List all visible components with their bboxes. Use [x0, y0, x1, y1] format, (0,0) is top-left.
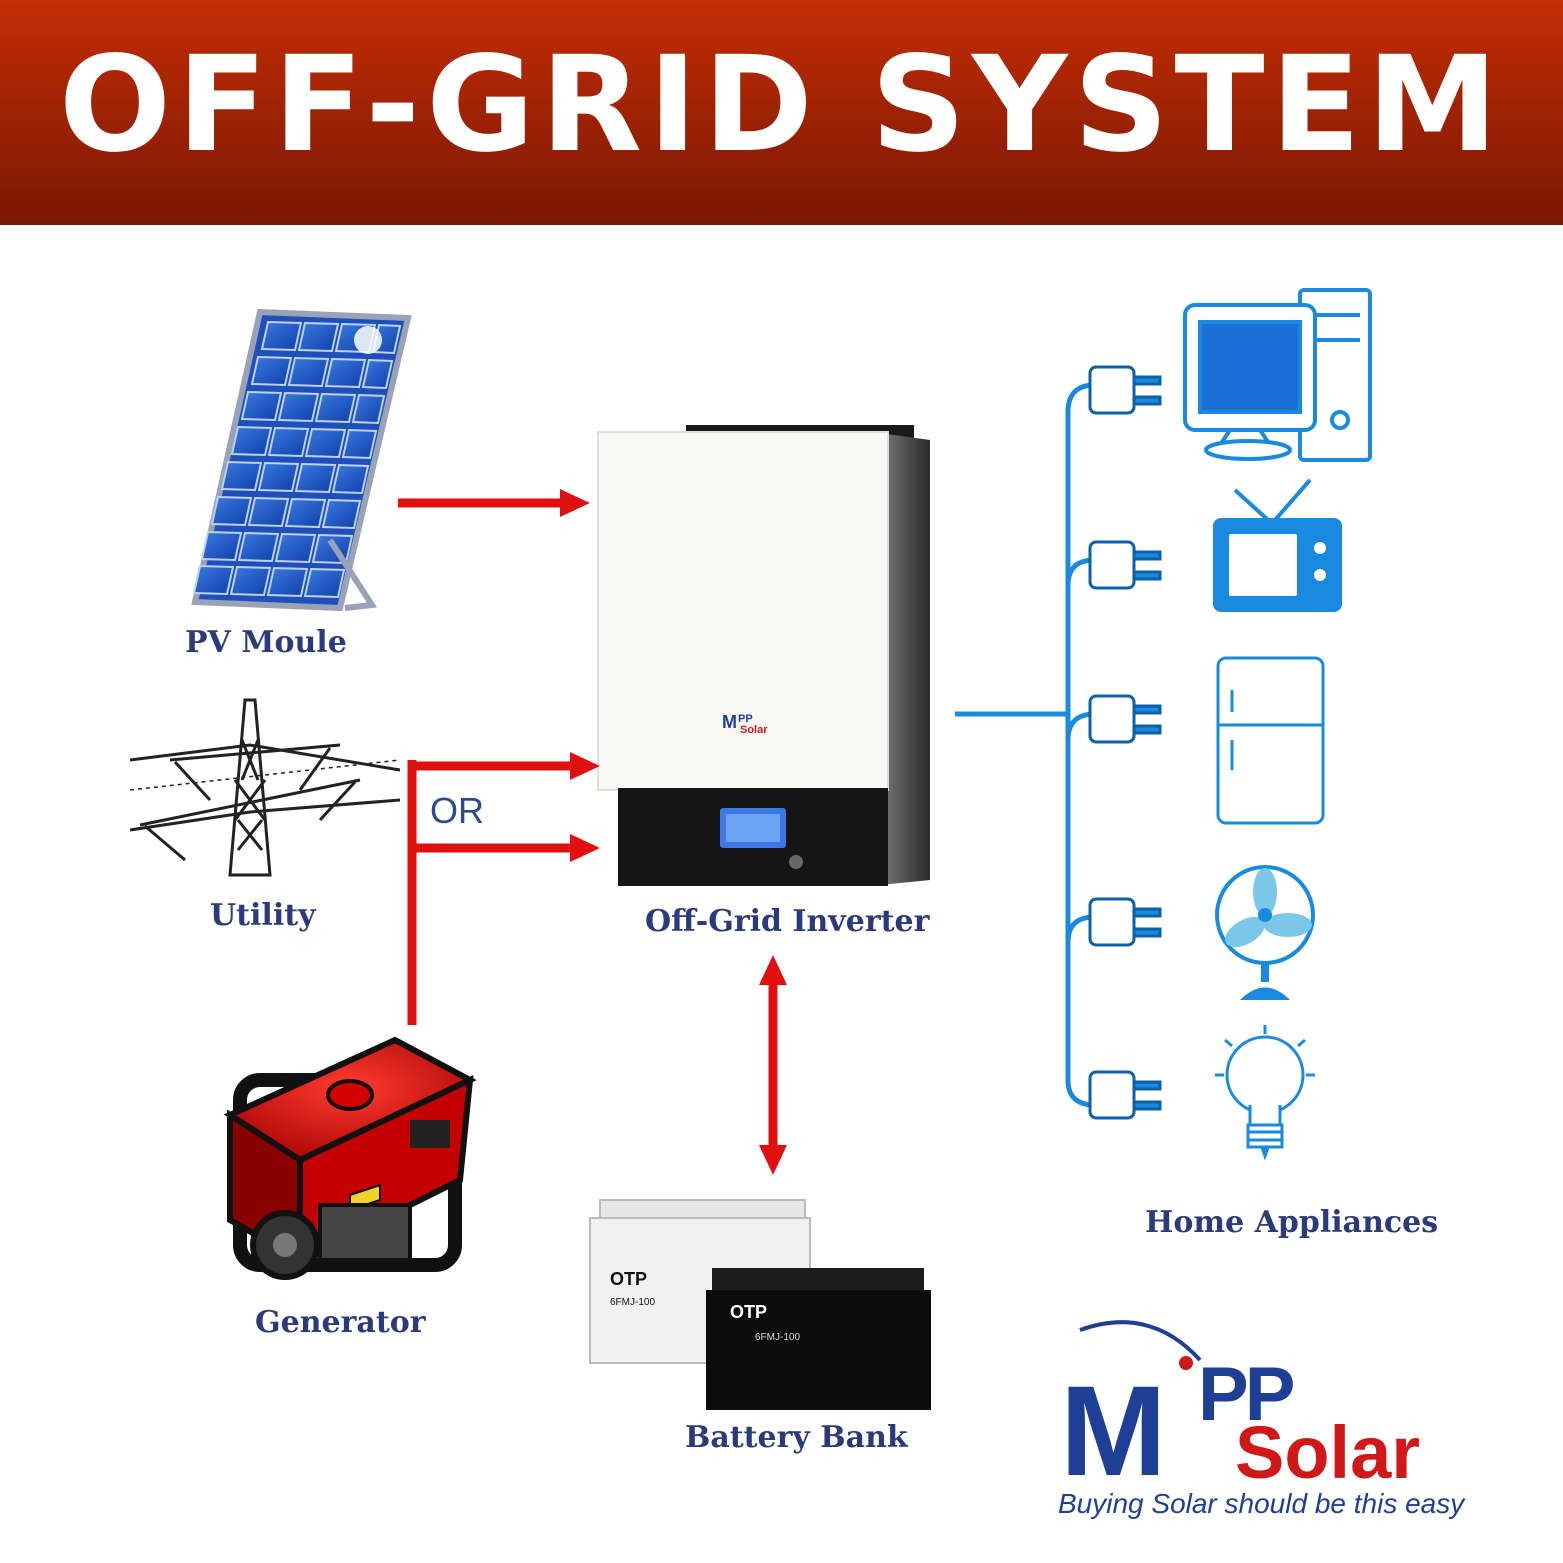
appliance-wiring: [955, 382, 1096, 1108]
battery-bank-label: Battery Bank: [685, 1420, 908, 1455]
plug-icon-tv: [1088, 540, 1162, 590]
plug-icon-fridge: [1088, 694, 1162, 744]
svg-text:Solar: Solar: [1235, 1411, 1420, 1494]
or-label: OR: [430, 790, 484, 831]
plug-icon-computer: [1088, 365, 1162, 415]
battery-brand-black: OTP: [730, 1302, 767, 1322]
light-bulb-icon: [1215, 1025, 1315, 1161]
svg-text:M: M: [722, 712, 737, 732]
utility-label: Utility: [210, 898, 316, 933]
fridge-icon: [1216, 656, 1325, 825]
logo-tagline: Buying Solar should be this easy: [1058, 1488, 1465, 1519]
home-appliances-label: Home Appliances: [1145, 1205, 1439, 1240]
tv-icon: [1213, 478, 1342, 612]
generator-icon: [223, 1036, 477, 1280]
battery-bank-icon: OTP 6FMJ-100 OTP 6FMJ-100: [589, 1199, 931, 1410]
pv-module-label: PV Moule: [185, 625, 347, 660]
inverter-label: Off-Grid Inverter: [645, 904, 930, 939]
svg-text:PP: PP: [1198, 1352, 1294, 1437]
battery-inverter-arrow: [759, 955, 787, 1175]
power-flow-arrows: [398, 489, 787, 1175]
battery-model-black: 6FMJ-100: [755, 1332, 800, 1343]
plug-icon-bulb: [1088, 1070, 1162, 1120]
inverter-device-icon: M PP Solar: [597, 425, 930, 886]
battery-model-white: 6FMJ-100: [610, 1297, 655, 1308]
mpp-solar-logo: M PP Solar: [1060, 1320, 1420, 1503]
fan-icon: [1215, 865, 1315, 1000]
inverter-display-icon: [720, 808, 786, 848]
generator-label: Generator: [255, 1305, 426, 1340]
svg-text:PP: PP: [738, 713, 753, 725]
generator-utility-wire: [407, 752, 600, 1025]
utility-tower-icon: [129, 698, 401, 877]
title-banner: OFF-GRID SYSTEM: [0, 0, 1563, 225]
svg-text:Solar: Solar: [740, 724, 768, 736]
svg-text:M: M: [1060, 1360, 1161, 1503]
battery-brand-white: OTP: [610, 1269, 647, 1289]
pv-to-inverter-arrow: [398, 489, 590, 517]
pv-module-icon: [191, 308, 412, 612]
page-title: OFF-GRID SYSTEM: [58, 28, 1505, 182]
plug-icon-fan: [1088, 897, 1162, 947]
computer-icon: [1183, 288, 1372, 462]
